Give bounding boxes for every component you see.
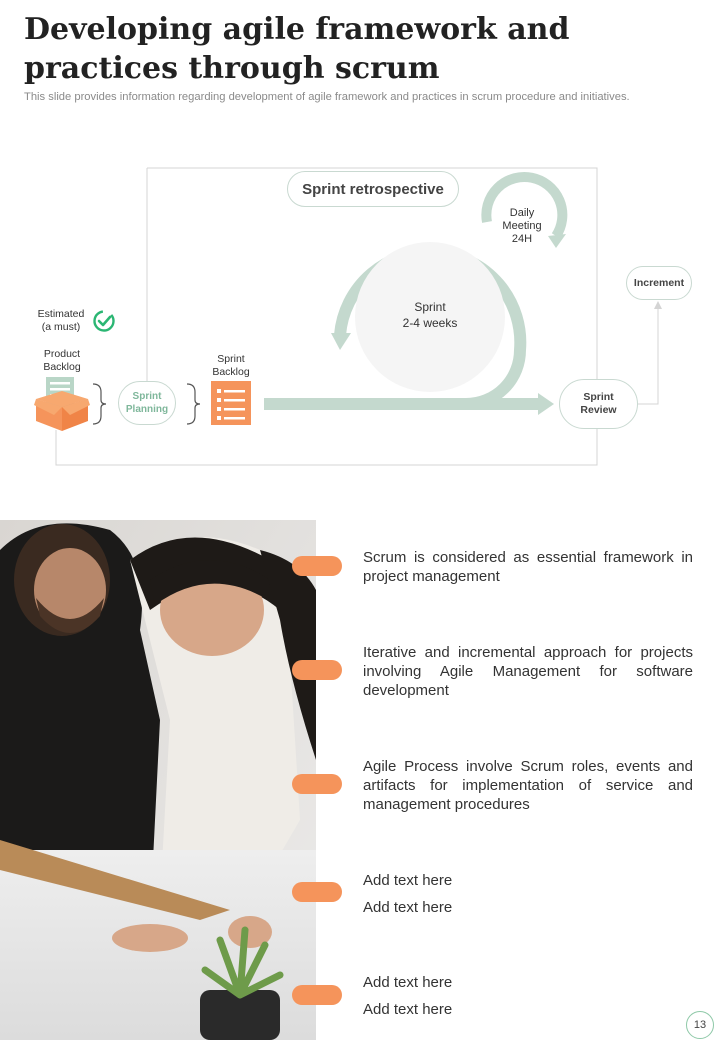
increment-connector (638, 308, 659, 405)
page-number: 13 (686, 1011, 714, 1039)
bullet-marker-4 (292, 882, 342, 902)
bullet-marker-1 (292, 556, 342, 576)
daily-loop (481, 171, 568, 239)
daily-meeting-label: Daily Meeting 24H (502, 207, 542, 245)
bullet-marker-3 (292, 774, 342, 794)
frame-line (55, 167, 598, 466)
bullet-text-1: Scrum is considered as essential framewo… (363, 549, 693, 585)
box-icon (34, 377, 90, 431)
bullet-text-2: Iterative and incremental approach for p… (363, 644, 693, 699)
sprint-circle (355, 242, 505, 392)
team-photo-illustration (0, 520, 316, 1040)
sprint-planning-label: Sprint Planning (118, 381, 176, 425)
sprint-review-label: Sprint Review (559, 379, 638, 429)
increment-label: Increment (626, 266, 692, 300)
bracket-right (186, 383, 201, 425)
bullet-marker-2 (292, 660, 342, 680)
product-backlog-label: Product Backlog (43, 348, 81, 373)
sprint-loop-arrowhead (331, 333, 351, 350)
check-icon (93, 310, 115, 332)
sprint-flow-arrowhead (538, 393, 554, 415)
bullet-text-3: Agile Process involve Scrum roles, event… (363, 758, 693, 813)
sprint-retrospective-label: Sprint retrospective (287, 171, 459, 207)
page-subtitle: This slide provides information regardin… (24, 91, 630, 103)
estimated-label: Estimated (a must) (37, 308, 85, 333)
daily-loop-arrowhead (548, 234, 566, 248)
checklist-icon (211, 381, 251, 425)
bullet-text-5: Add text here Add text here (363, 974, 453, 1018)
bullet-marker-5 (292, 985, 342, 1005)
page-title: Developing agile framework and practices… (24, 12, 570, 86)
team-photo (0, 520, 316, 1040)
diagram-lines (55, 167, 662, 466)
bracket-left (92, 383, 107, 425)
sprint-backlog-label: Sprint Backlog (212, 353, 250, 378)
increment-arrowhead (654, 301, 662, 309)
sprint-duration-label: Sprint 2-4 weeks (402, 300, 458, 330)
bullet-text-4: Add text here Add text here (363, 872, 453, 916)
